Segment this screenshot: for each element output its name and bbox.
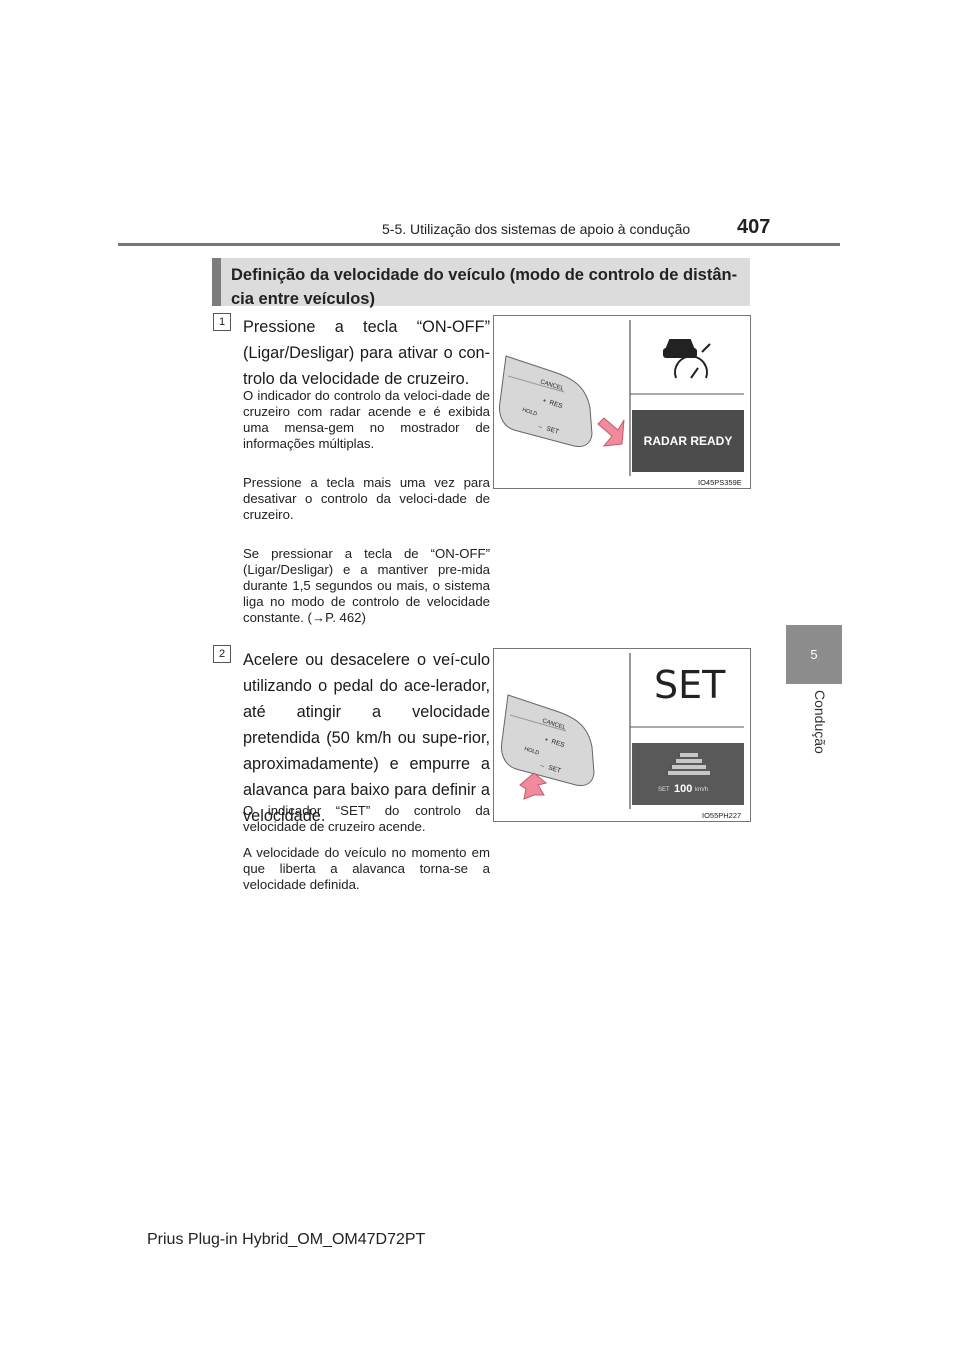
step-2-note-2: A velocidade do veículo no momento em qu… (243, 845, 490, 892)
chapter-label: Condução (812, 690, 828, 754)
document-footer: Prius Plug-in Hybrid_OM_OM47D72PT (147, 1231, 426, 1248)
set-speed-display: SET 100 km/h (632, 743, 744, 805)
step-2-note-1: O indicador “SET” do controlo da velocid… (243, 803, 490, 834)
radar-ready-display: RADAR READY (632, 410, 744, 472)
figure-1: CANCEL + RES HOLD – SET RADAR READY IO45… (493, 315, 751, 489)
running-header: 5-5. Utilização dos sistemas de apoio à … (382, 221, 691, 237)
svg-text:RES: RES (550, 738, 566, 749)
svg-text:–: – (539, 762, 545, 770)
lever-label-res: RES (548, 399, 564, 410)
chapter-tab: 5 (786, 625, 842, 684)
figure-code-2: IO55PH227 (702, 811, 742, 820)
step-1-note-2: Pressione a tecla mais uma vez para desa… (243, 475, 490, 522)
lever-label-set: SET (545, 425, 559, 436)
svg-text:SET: SET (547, 764, 561, 775)
svg-text:+: + (543, 736, 549, 744)
section-heading: Definição da velocidade do veículo (modo… (212, 258, 750, 308)
following-distance-area (654, 743, 724, 783)
lever-label-hold: HOLD (521, 407, 537, 417)
page-number: 407 (737, 216, 771, 238)
push-down-arrow-icon (519, 772, 548, 800)
set-indicator: SET (654, 663, 726, 707)
svg-text:+: + (541, 397, 547, 405)
speed-unit: km/h (695, 787, 709, 793)
step-2-text: Acelere ou desacelere o veí-culo utiliza… (243, 651, 490, 825)
step-1-text: Pressione a tecla “ON-OFF” (Ligar/Deslig… (243, 318, 490, 388)
header-rule (118, 243, 840, 246)
svg-text:–: – (537, 423, 543, 431)
step-1-note-1: O indicador do controlo da veloci-dade d… (243, 388, 490, 451)
speed-value: 100 (674, 783, 693, 795)
step-number-2: 2 (213, 645, 231, 663)
radar-cruise-icon (663, 339, 711, 379)
step-number-1: 1 (213, 313, 231, 331)
figure-2: CANCEL + RES HOLD – SET SET SET 100 km/h… (493, 648, 751, 822)
figure-code-1: IO45PS359E (698, 478, 742, 487)
svg-text:HOLD: HOLD (523, 746, 539, 756)
step-1-note-3: Se pressionar a tecla de “ON-OFF” (Ligar… (243, 546, 490, 625)
lever-illustration-1: CANCEL + RES HOLD – SET (499, 320, 744, 476)
press-arrow-icon (597, 417, 625, 447)
speed-prefix: SET (658, 787, 670, 793)
